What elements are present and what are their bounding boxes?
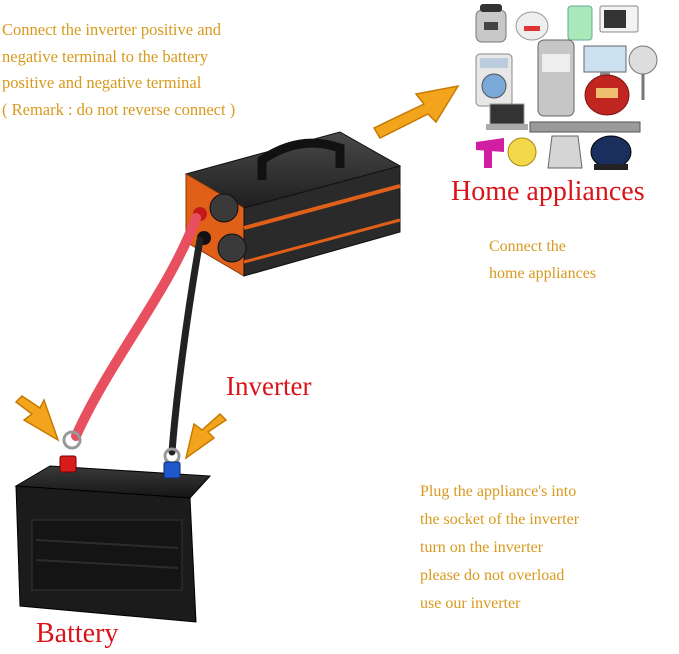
laptop-icon — [486, 103, 528, 130]
instruction-line: Plug the appliance's into — [420, 483, 577, 500]
red-cooker-icon — [584, 74, 630, 116]
pressure-cooker-icon — [475, 4, 507, 43]
arrow-icon — [372, 84, 460, 139]
connect-appliances-instructions: Connect the home appliances — [489, 233, 596, 287]
yellow-kettle-icon — [507, 137, 537, 167]
instruction-line: please do not overload — [420, 567, 565, 584]
inverter-connection-instructions: Connect the inverter positive and negati… — [2, 17, 235, 123]
instruction-line: use our inverter — [420, 595, 521, 612]
steel-kettle-icon — [547, 135, 583, 169]
fan-icon — [628, 45, 658, 100]
computer-icon — [583, 45, 627, 78]
arrow-icon — [14, 395, 228, 460]
appliance-icons — [475, 4, 658, 170]
instruction-line: positive and negative terminal — [2, 73, 202, 92]
hair-dryer-icon — [476, 138, 504, 168]
instruction-line: home appliances — [489, 265, 597, 282]
instruction-line: turn on the inverter — [420, 539, 544, 556]
instruction-line: ( Remark : do not reverse connect ) — [2, 99, 236, 119]
rice-cooker-icon — [515, 11, 549, 41]
cable-icon — [62, 213, 204, 465]
inverter-icon — [184, 131, 402, 277]
instruction-line: Connect the — [489, 238, 566, 255]
blender-icon — [567, 5, 593, 41]
dvd-player-icon — [529, 121, 641, 133]
battery-label: Battery — [36, 618, 119, 649]
microwave-icon — [599, 5, 639, 33]
washing-machine-icon — [475, 53, 513, 107]
electric-pot-icon — [590, 135, 632, 170]
instruction-line: the socket of the inverter — [420, 511, 580, 528]
instruction-line: Connect the inverter positive and — [2, 20, 222, 39]
juicer-icon — [537, 39, 575, 117]
inverter-label: Inverter — [226, 371, 312, 401]
instruction-line: negative terminal to the battery — [2, 46, 209, 66]
home-appliances-label: Home appliances — [451, 176, 645, 207]
battery-icon — [14, 455, 212, 623]
usage-instructions: Plug the appliance's into the socket of … — [420, 478, 579, 618]
